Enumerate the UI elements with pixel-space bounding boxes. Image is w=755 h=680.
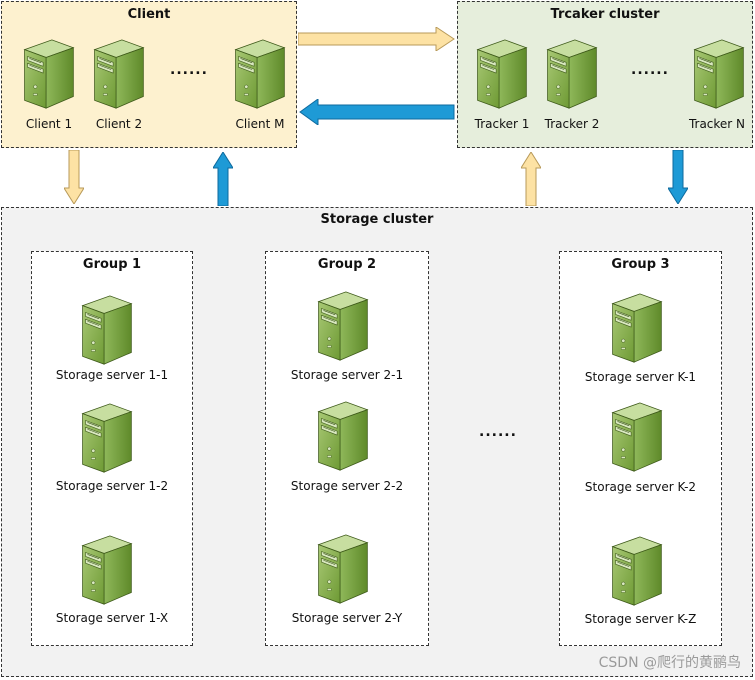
tracker-server-n <box>688 36 748 126</box>
storage-to-client-arrow <box>213 152 233 206</box>
group-ellipsis: ...... <box>479 424 517 440</box>
client-to-tracker-arrow <box>298 27 455 51</box>
storage-label: Storage server 1-X <box>55 611 169 625</box>
server-tower-icon <box>76 292 136 370</box>
tracker-to-client-arrow <box>299 99 455 125</box>
server-tower-icon <box>88 36 148 114</box>
tracker-server-2 <box>541 36 601 126</box>
storage-server-1-2 <box>76 400 136 490</box>
server-tower-icon <box>18 36 78 114</box>
storage-to-tracker-arrow <box>521 152 541 206</box>
server-tower-icon <box>312 288 372 366</box>
storage-label: Storage server 2-1 <box>290 368 404 382</box>
client-ellipsis: ...... <box>170 62 208 78</box>
storage-server-k-2 <box>606 399 666 489</box>
client-cluster-title: Client <box>127 7 171 22</box>
server-tower-icon <box>606 290 666 368</box>
watermark-text: CSDN @爬行的黄鹂鸟 <box>598 655 741 671</box>
server-tower-icon <box>541 36 601 114</box>
storage-cluster-title: Storage cluster <box>320 212 434 227</box>
group-title: Group 3 <box>611 257 670 272</box>
server-tower-icon <box>471 36 531 114</box>
client-label-1: Client 1 <box>25 117 73 131</box>
client-to-storage-arrow <box>64 150 84 204</box>
storage-label: Storage server 1-1 <box>55 368 169 382</box>
client-server-m <box>229 36 289 126</box>
server-tower-icon <box>688 36 748 114</box>
storage-label: Storage server K-1 <box>584 370 697 384</box>
client-label-2: Client 2 <box>95 117 143 131</box>
server-tower-icon <box>312 531 372 609</box>
tracker-label-1: Tracker 1 <box>474 117 530 131</box>
storage-server-2-2 <box>312 398 372 488</box>
storage-server-1-x <box>76 532 136 622</box>
tracker-label-n: Tracker N <box>688 117 746 131</box>
server-tower-icon <box>606 533 666 611</box>
client-server-2 <box>88 36 148 126</box>
tracker-ellipsis: ...... <box>631 62 669 78</box>
server-tower-icon <box>606 399 666 477</box>
server-tower-icon <box>76 400 136 478</box>
group-title: Group 1 <box>82 257 142 272</box>
server-tower-icon <box>76 532 136 610</box>
storage-label: Storage server 2-2 <box>290 479 404 493</box>
storage-label: Storage server 1-2 <box>55 479 169 493</box>
group-title: Group 2 <box>317 257 377 272</box>
storage-server-k-1 <box>606 290 666 380</box>
tracker-label-2: Tracker 2 <box>544 117 600 131</box>
storage-label: Storage server 2-Y <box>291 611 403 625</box>
storage-label: Storage server K-Z <box>584 612 697 626</box>
client-label-m: Client M <box>235 117 285 131</box>
storage-server-k-z <box>606 533 666 623</box>
storage-label: Storage server K-2 <box>584 480 697 494</box>
server-tower-icon <box>312 398 372 476</box>
storage-server-2-y <box>312 531 372 621</box>
client-server-1 <box>18 36 78 126</box>
tracker-server-1 <box>471 36 531 126</box>
storage-server-2-1 <box>312 288 372 378</box>
tracker-to-storage-arrow <box>668 150 688 204</box>
server-tower-icon <box>229 36 289 114</box>
tracker-cluster-title: Trcaker cluster <box>550 7 660 22</box>
